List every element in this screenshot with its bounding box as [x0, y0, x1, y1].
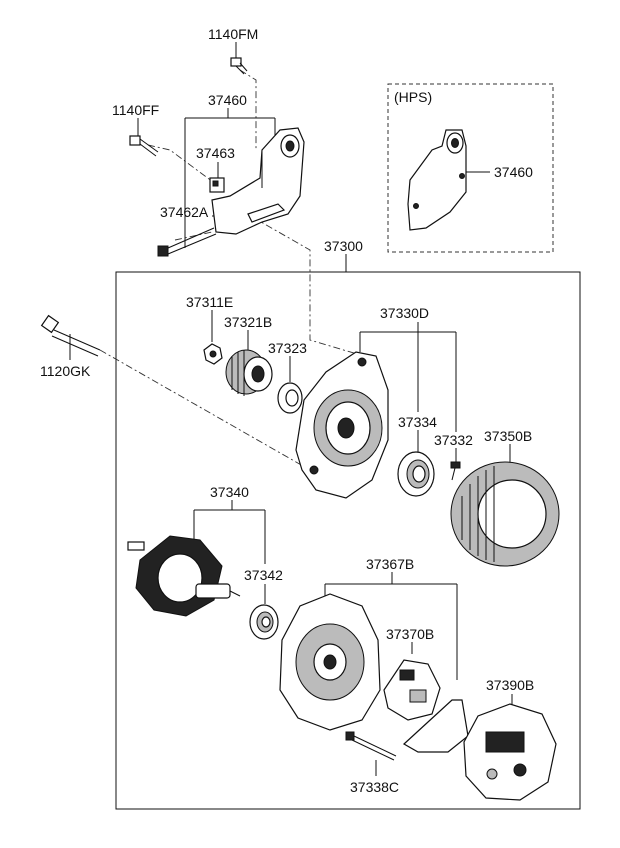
label-1120gk[interactable]: 1120GK: [40, 363, 91, 379]
bolt-1140fm[interactable]: [230, 57, 248, 75]
bracket-37460[interactable]: [211, 127, 305, 235]
label-37330d[interactable]: 37330D: [380, 305, 429, 321]
label-37463[interactable]: 37463: [196, 145, 235, 161]
label-37321b[interactable]: 37321B: [224, 314, 272, 330]
bearing-37342[interactable]: [249, 604, 279, 640]
hps-bracket-frame: [387, 83, 554, 253]
label-37338c[interactable]: 37338C: [350, 779, 399, 795]
bolt-1120gk[interactable]: [40, 314, 101, 357]
label-hps: (HPS): [394, 89, 432, 105]
nut-37311e[interactable]: [203, 343, 223, 365]
label-1140ff[interactable]: 1140FF: [112, 102, 159, 118]
label-hps-37460[interactable]: 37460: [494, 164, 533, 180]
label-37367b[interactable]: 37367B: [366, 556, 414, 572]
label-37370b[interactable]: 37370B: [386, 626, 434, 642]
assembly-dash-lines: [99, 69, 358, 471]
regulator-37370b[interactable]: [383, 659, 469, 753]
label-37350b[interactable]: 37350B: [484, 428, 532, 444]
hps-bracket-37460[interactable]: [407, 129, 467, 231]
spacer-37323[interactable]: [277, 382, 303, 414]
pulley-37321b[interactable]: [225, 349, 273, 396]
label-37323[interactable]: 37323: [268, 340, 307, 356]
rotor-37340[interactable]: [127, 535, 241, 617]
screw-37332[interactable]: [450, 461, 461, 481]
label-37390b[interactable]: 37390B: [486, 677, 534, 693]
bushing-37463[interactable]: [209, 177, 225, 193]
rear-cover-37390b[interactable]: [463, 703, 557, 801]
stator-37350b[interactable]: [450, 461, 560, 567]
bolt-37338c[interactable]: [345, 731, 397, 761]
rear-bracket-37367b[interactable]: [279, 593, 381, 731]
alternator-assembly-frame: [115, 271, 581, 810]
label-37334[interactable]: 37334: [398, 414, 437, 430]
bearing-37334[interactable]: [397, 451, 435, 497]
label-37462a[interactable]: 37462A: [160, 204, 209, 220]
front-bracket-37330d[interactable]: [295, 351, 389, 499]
label-37460[interactable]: 37460: [208, 92, 247, 108]
label-37332[interactable]: 37332: [434, 432, 473, 448]
bolt-1140ff[interactable]: [129, 135, 159, 157]
label-37311e[interactable]: 37311E: [186, 294, 233, 310]
bolt-37462a[interactable]: [157, 227, 217, 257]
label-37340[interactable]: 37340: [210, 484, 249, 500]
label-1140fm[interactable]: 1140FM: [208, 26, 258, 42]
label-37342[interactable]: 37342: [244, 567, 283, 583]
label-37300[interactable]: 37300: [324, 238, 363, 254]
